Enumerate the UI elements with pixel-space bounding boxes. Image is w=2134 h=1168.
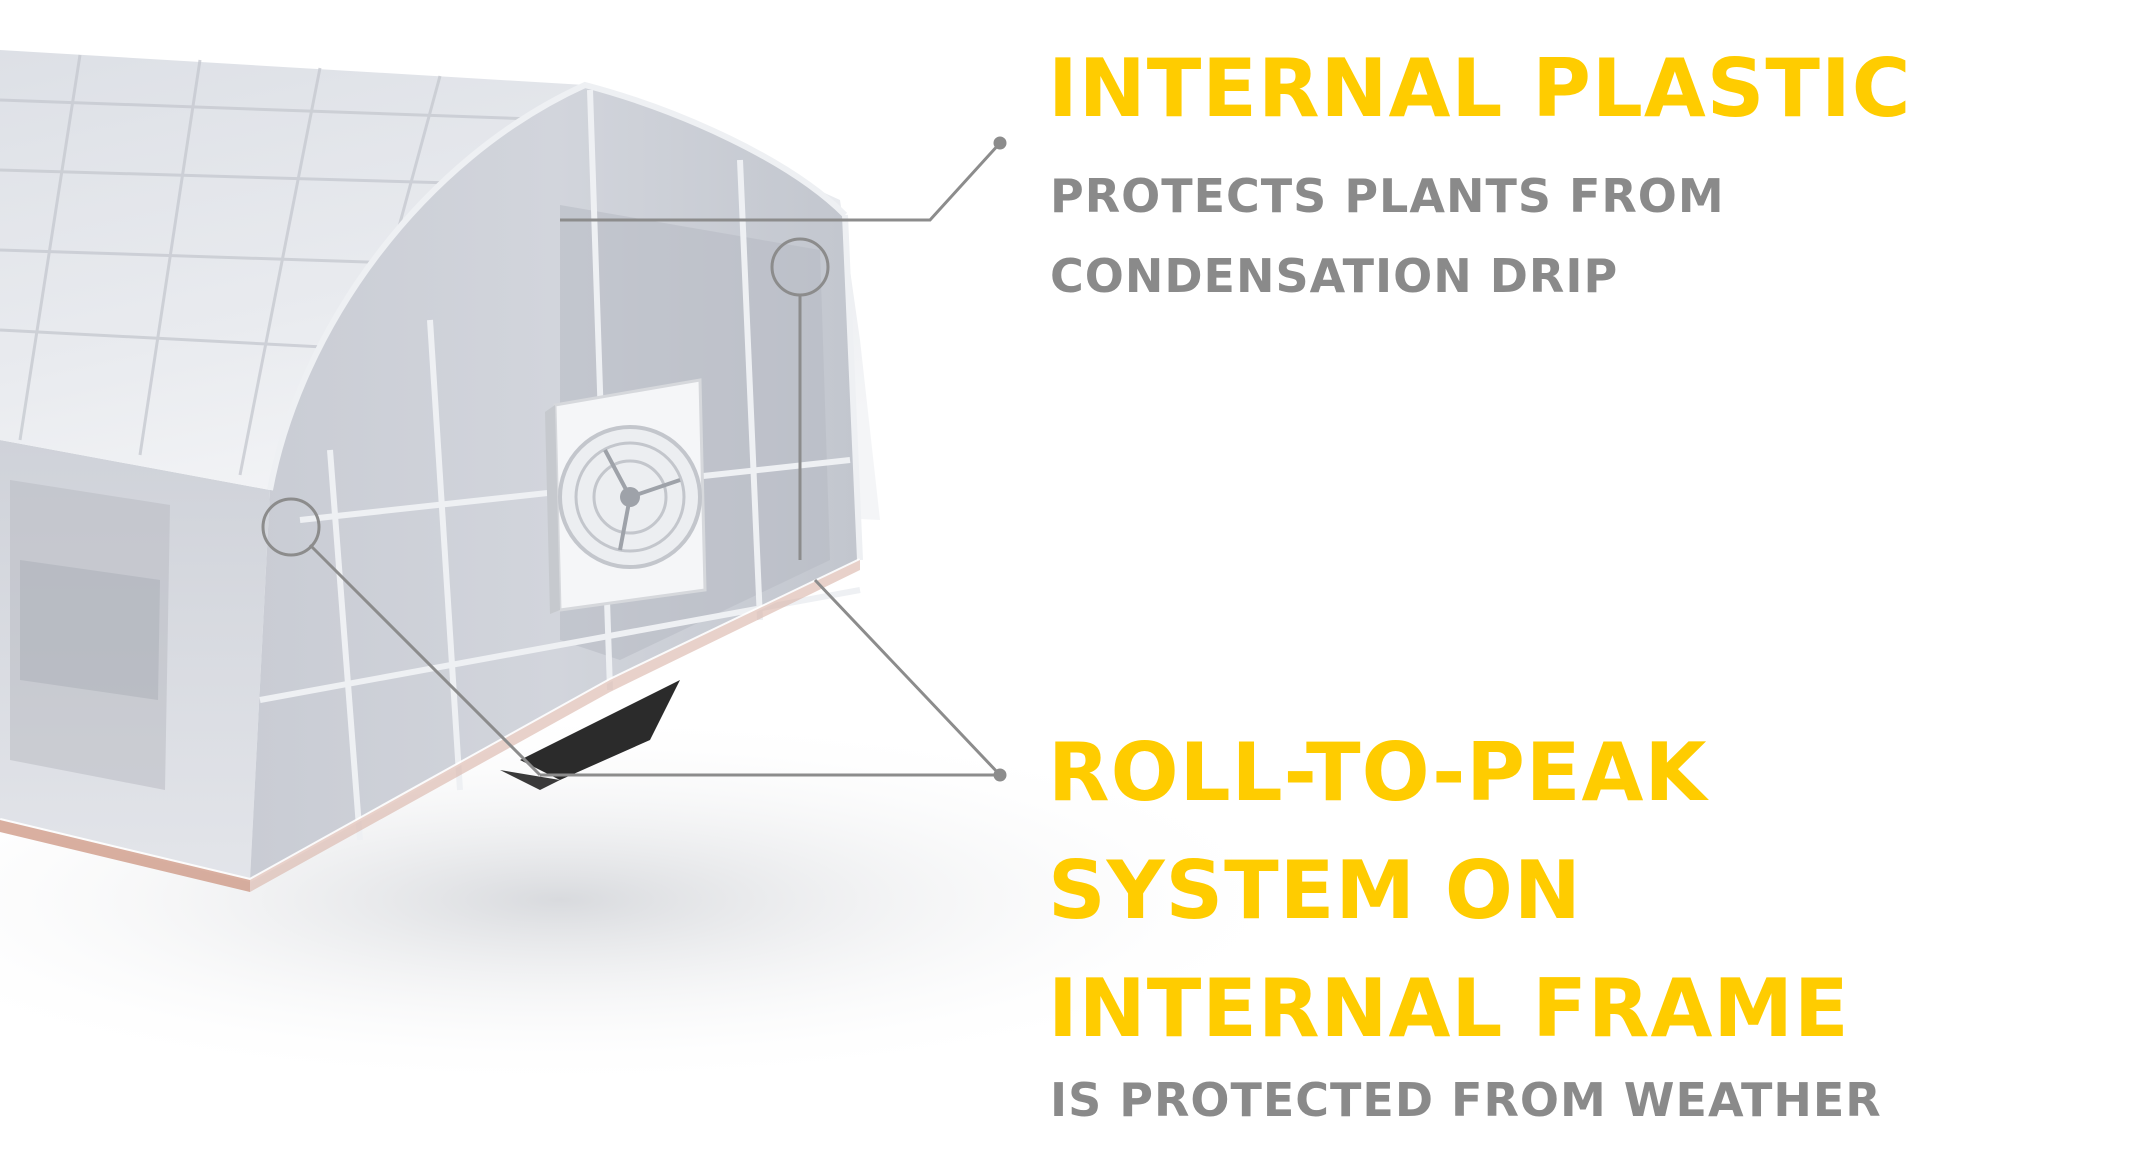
callout-description-internal-plastic: PROTECTS PLANTS FROM CONDENSATION DRIP [1050,169,1725,303]
exhaust-fan-icon [545,378,707,614]
callout-heading-roll-to-peak: ROLL-TO-PEAK SYSTEM ON INTERNAL FRAME [1048,726,1850,1055]
callout-description-roll-to-peak: IS PROTECTED FROM WEATHER [1050,1073,1882,1127]
marker-roll-to-peak [261,497,321,557]
callout-heading-internal-plastic: INTERNAL PLASTIC [1048,42,1912,135]
leader-lines [308,136,1007,782]
